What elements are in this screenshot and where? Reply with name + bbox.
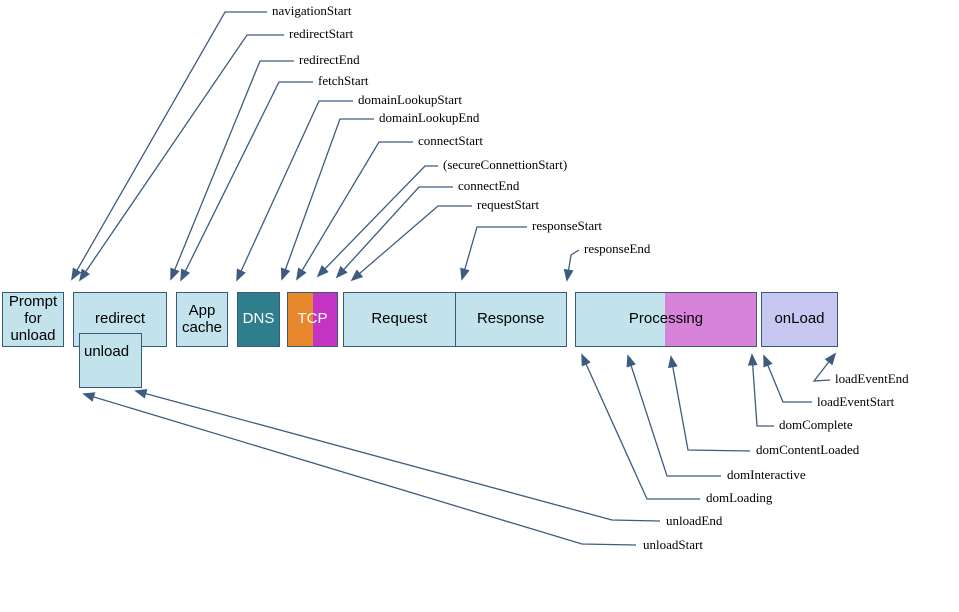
connector-response-end — [563, 249, 580, 282]
connector-fetch-start — [180, 81, 313, 282]
box-app-cache: App cache — [176, 292, 228, 347]
connector-unload-start — [82, 392, 637, 546]
label-unload-start: unloadStart — [643, 537, 703, 552]
box-prompt-for-unload: Prompt for unload — [2, 292, 64, 347]
connector-unload-end — [134, 388, 661, 522]
label-request-start: requestStart — [477, 197, 540, 212]
connector-connect-end — [335, 186, 453, 279]
connector-dom-content-loaded — [668, 355, 751, 452]
connector-dom-complete — [747, 353, 774, 427]
label-unload-end: unloadEnd — [666, 513, 723, 528]
label-dom-loading: domLoading — [706, 490, 773, 505]
label-response-end: responseEnd — [584, 241, 651, 256]
label-load-event-start: loadEventStart — [817, 394, 895, 409]
box-unload: unload — [79, 333, 142, 388]
connector-domain-lookup-start — [236, 100, 353, 282]
connector-domain-lookup-end — [280, 118, 374, 281]
label-redirect-end: redirectEnd — [299, 52, 360, 67]
connector-response-start — [460, 226, 527, 281]
label-secure-connection-start: (secureConnettionStart) — [443, 157, 568, 172]
label-dom-complete: domComplete — [779, 417, 853, 432]
connector-dom-interactive — [626, 354, 721, 477]
connector-connect-start — [296, 141, 413, 281]
connector-request-start — [350, 205, 472, 282]
label-connect-end: connectEnd — [458, 178, 520, 193]
box-request: Request — [371, 310, 428, 328]
label-fetch-start: fetchStart — [318, 73, 369, 88]
connector-navigation-start — [71, 11, 267, 281]
box-onload: onLoad — [761, 292, 838, 347]
connector-load-event-end — [812, 352, 837, 382]
box-request-response: Request Response — [343, 292, 567, 347]
box-processing: Processing — [575, 292, 757, 347]
label-response-start: responseStart — [532, 218, 603, 233]
box-tcp: TCP — [287, 292, 338, 347]
label-load-event-end: loadEventEnd — [835, 371, 909, 386]
connector-redirect-end — [170, 60, 294, 281]
connector-redirect-start — [78, 34, 284, 282]
label-dom-interactive: domInteractive — [727, 467, 806, 482]
label-connect-start: connectStart — [418, 133, 483, 148]
box-response: Response — [454, 293, 567, 346]
box-dns: DNS — [237, 292, 280, 347]
connector-secure-connection-start — [316, 165, 438, 278]
connector-load-event-start — [763, 354, 812, 403]
label-navigation-start: navigationStart — [272, 3, 352, 18]
label-redirect-start: redirectStart — [289, 26, 354, 41]
label-domain-lookup-start: domainLookupStart — [358, 92, 462, 107]
label-dom-content-loaded: domContentLoaded — [756, 442, 860, 457]
connector-dom-loading — [581, 353, 700, 500]
label-domain-lookup-end: domainLookupEnd — [379, 110, 480, 125]
